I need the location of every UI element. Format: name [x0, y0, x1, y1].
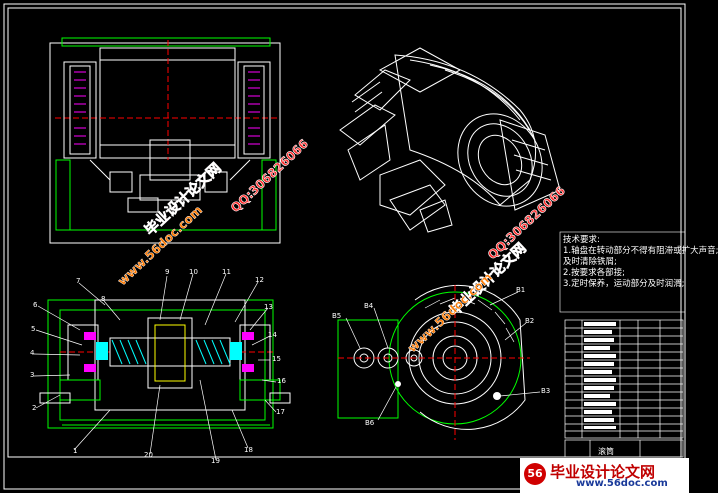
part-label-b1: B1 [516, 286, 526, 294]
part-label-13: 13 [264, 303, 273, 311]
tech-req-title: 技术要求: [563, 235, 600, 245]
end-view-leaders [345, 291, 541, 421]
part-label-19: 19 [211, 457, 220, 465]
part-label-2: 2 [32, 404, 37, 412]
section-view [39, 299, 291, 429]
technical-requirements: 技术要求: 1.轴盘在转动部分不得有阻滞或扩大声音; 及时清除铁屑; 2.按要求… [563, 235, 718, 290]
part-label-6: 6 [33, 301, 38, 309]
part-label-b5: B5 [332, 312, 342, 320]
part-label-b3: B3 [541, 387, 551, 395]
site-logo-mark: 56 [524, 463, 546, 485]
part-label-18: 18 [244, 446, 253, 454]
site-logo-url: www.56doc.com [576, 478, 668, 489]
title-block-drawing-name: 滚筒 [598, 447, 614, 456]
part-label-7: 7 [76, 277, 81, 285]
part-label-4: 4 [30, 349, 35, 357]
part-label-3: 3 [30, 371, 35, 379]
end-view [337, 284, 530, 440]
part-label-9: 9 [165, 268, 170, 276]
inner-border [7, 7, 682, 458]
isometric-view [339, 47, 561, 233]
part-label-1: 1 [73, 447, 78, 455]
part-label-11: 11 [222, 268, 231, 276]
parts-list-fill [584, 322, 616, 429]
section-leaders [33, 273, 277, 461]
tech-req-item-2: 2.按要求各部接; [563, 268, 625, 278]
part-label-16: 16 [277, 377, 286, 385]
part-label-17: 17 [276, 408, 285, 416]
part-label-5: 5 [31, 325, 36, 333]
part-label-b4: B4 [364, 302, 374, 310]
part-label-12: 12 [255, 276, 264, 284]
cad-drawing-sheet [3, 3, 686, 490]
requirements-frame [559, 231, 686, 313]
site-logo-banner: 56 毕业设计论文网 www.56doc.com [520, 458, 689, 493]
plan-view [49, 37, 281, 244]
tech-req-item-3: 3.定时保养，运动部分及时润滑; [563, 279, 685, 289]
part-label-10: 10 [189, 268, 198, 276]
parts-list [564, 319, 684, 439]
part-label-20: 20 [144, 451, 153, 459]
tech-req-item-1: 1.轴盘在转动部分不得有阻滞或扩大声音; [563, 246, 718, 256]
part-label-b2: B2 [525, 317, 535, 325]
part-label-b6: B6 [365, 419, 375, 427]
part-label-8: 8 [101, 295, 106, 303]
tech-req-item-1b: 及时清除铁屑; [563, 257, 617, 267]
site-logo-title: 毕业设计论文网 [550, 463, 656, 481]
title-block [564, 439, 684, 458]
part-label-15: 15 [272, 355, 281, 363]
part-label-14: 14 [268, 331, 277, 339]
